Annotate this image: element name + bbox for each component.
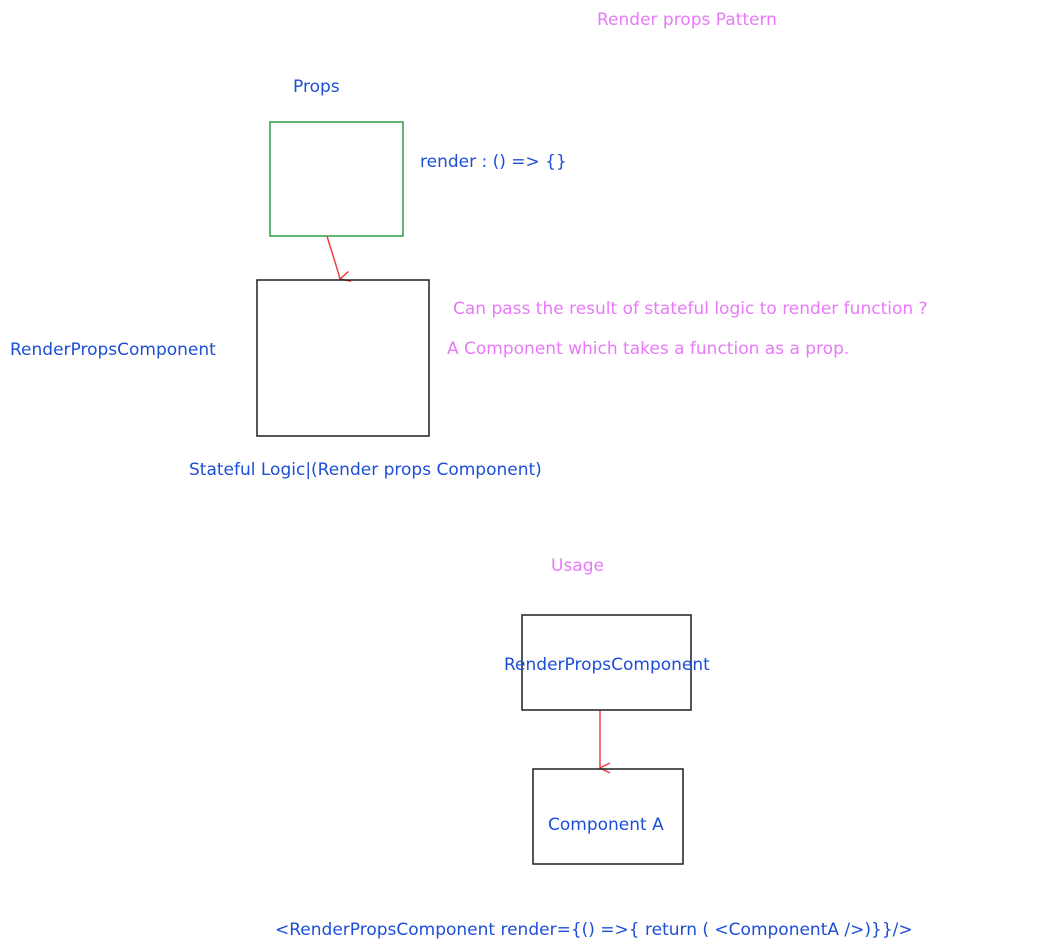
note-stateful-result: Can pass the result of stateful logic to… (453, 299, 928, 319)
usage-inner-box-label: Component A (548, 815, 664, 835)
usage-heading: Usage (551, 556, 604, 576)
render-prop-label: render : () => {} (420, 152, 567, 172)
render-props-component-box (256, 279, 430, 437)
stateful-logic-caption: Stateful Logic|(Render props Component) (189, 460, 542, 480)
diagram-title: Render props Pattern (597, 10, 777, 30)
usage-code-snippet: <RenderPropsComponent render={() =>{ ret… (275, 920, 913, 940)
props-to-component-arrow (326, 235, 340, 279)
component-side-label: RenderPropsComponent (10, 340, 216, 360)
props-label: Props (293, 77, 340, 97)
usage-inner-box (532, 768, 684, 865)
usage-outer-box (521, 614, 692, 711)
usage-outer-box-label: RenderPropsComponent (504, 655, 710, 675)
props-box (269, 121, 404, 237)
note-function-prop: A Component which takes a function as a … (447, 339, 849, 359)
